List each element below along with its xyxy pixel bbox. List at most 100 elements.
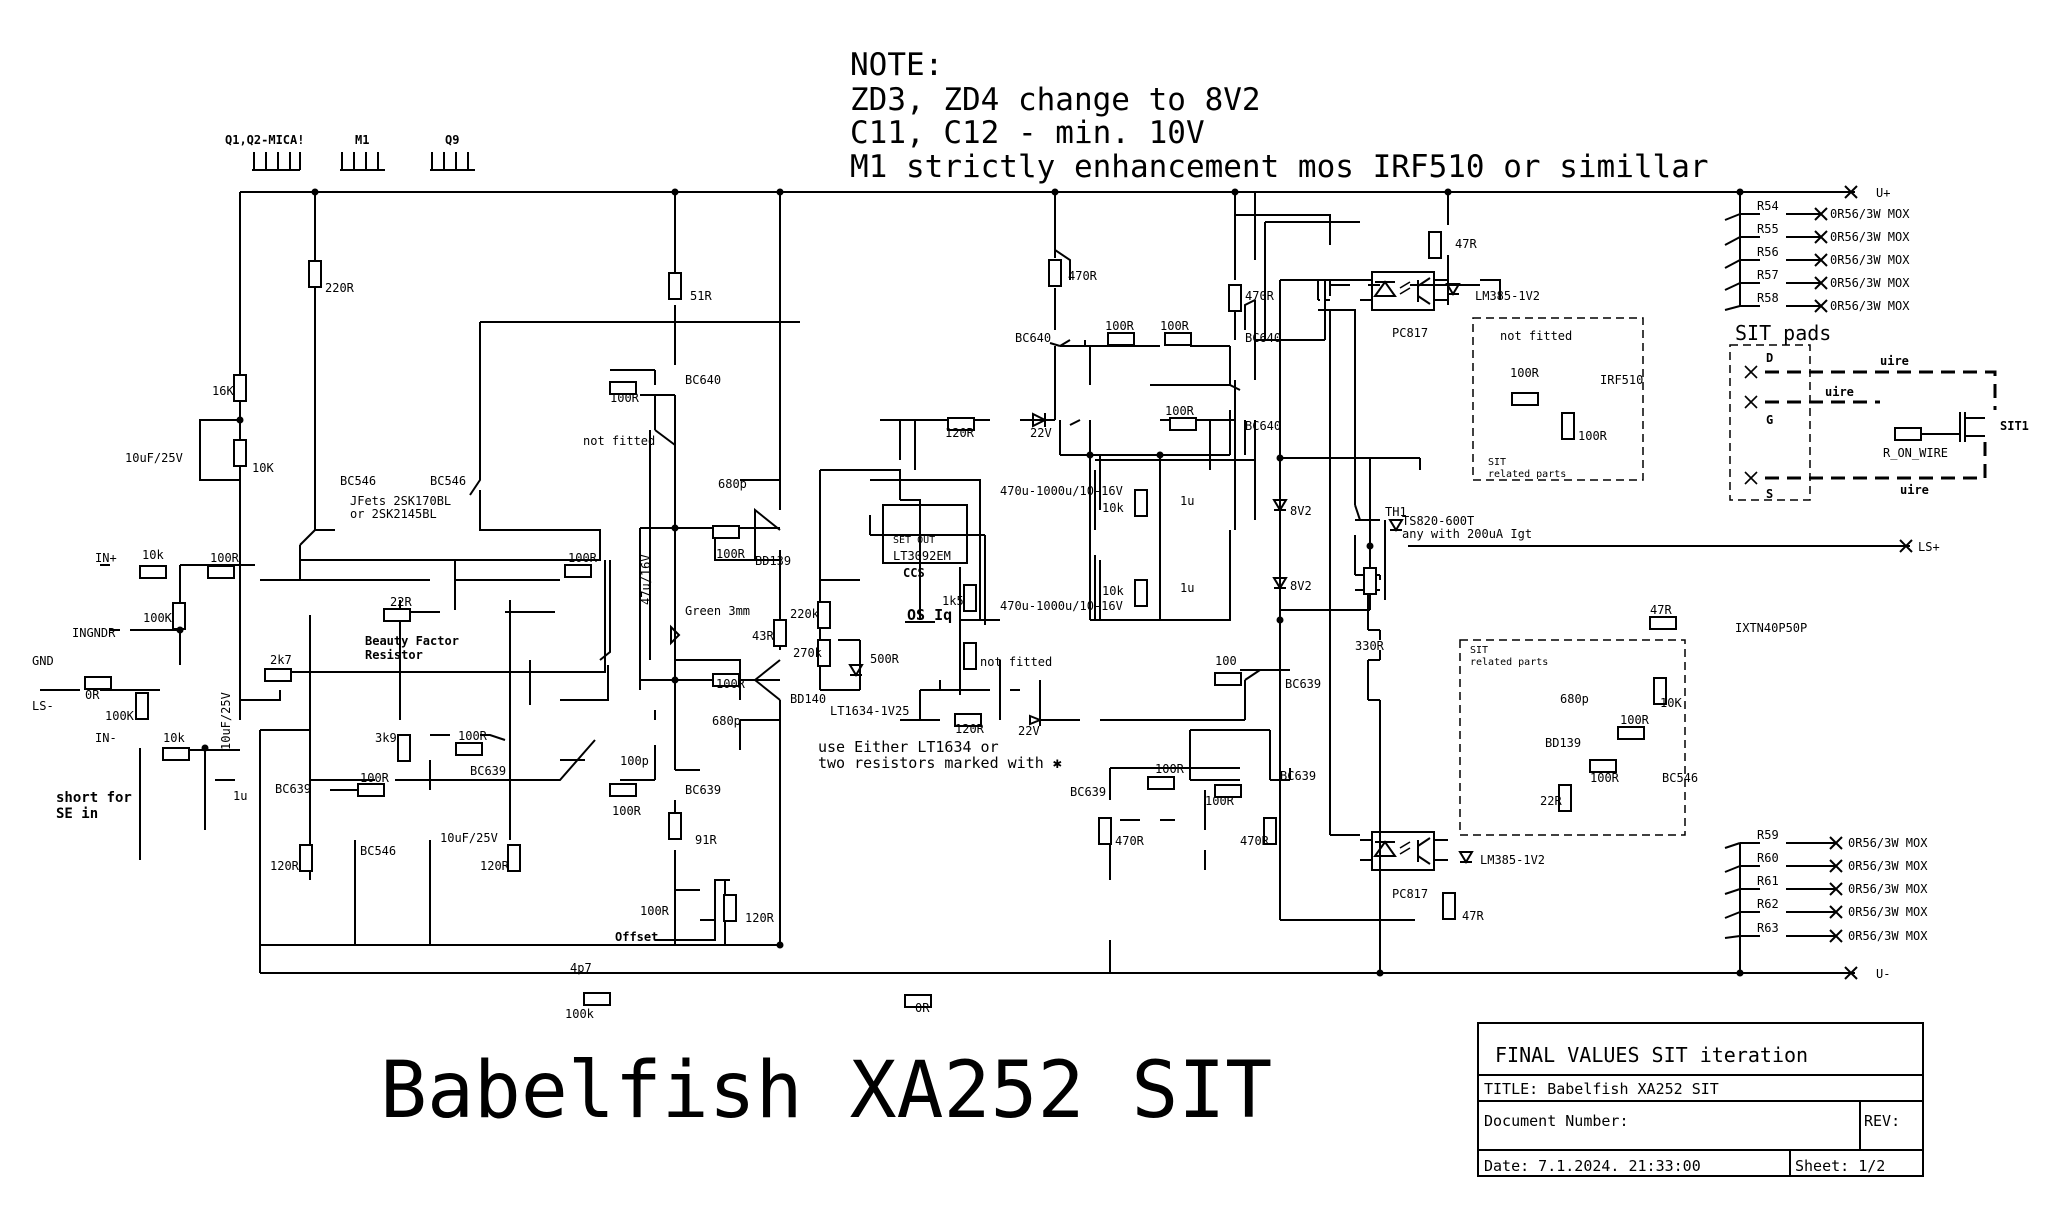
r27-value: 120R — [955, 722, 985, 736]
tb-rev: REV: — [1864, 1112, 1900, 1130]
pad-g-label: G — [1766, 413, 1773, 427]
r16-value: 100k — [565, 1007, 595, 1021]
diodes — [670, 283, 1474, 864]
r13-value: 100R — [458, 729, 488, 743]
heatsink-m1-label: M1 — [355, 133, 369, 147]
r19-body — [668, 272, 682, 300]
r12-value: 3k9 — [375, 731, 397, 745]
c9-value: 680p — [718, 477, 747, 491]
upper-r54-ref: R54 — [1757, 199, 1779, 213]
upper-r56-val: 0R56/3W MOX — [1830, 253, 1910, 267]
q6-value: BC640 — [1245, 419, 1281, 433]
r4-value: 10k — [163, 731, 185, 745]
r14-body — [507, 844, 521, 872]
lt3092-ic: SET OUT LT3092EM — [882, 504, 968, 564]
upper-r56-ref: R56 — [1757, 245, 1779, 259]
upper-r55-val: 0R56/3W MOX — [1830, 230, 1910, 244]
r10-value: 220R — [325, 281, 355, 295]
r33-body — [1134, 579, 1148, 607]
zd3-value: 8V2 — [1290, 504, 1312, 518]
v2-value: LM385-1V2 — [1480, 853, 1545, 867]
r17-body — [609, 783, 637, 797]
c14-value: 1u — [1180, 581, 1194, 595]
resistors-vertical — [135, 231, 1667, 922]
r19-value: 51R — [690, 289, 712, 303]
m1-value: IRF510 — [1600, 373, 1643, 387]
r30-body — [1098, 817, 1112, 845]
c15-value: not fitted — [1500, 329, 1572, 343]
r38-value: 100 — [1215, 654, 1237, 668]
ingndr-label: INGNDR — [72, 626, 116, 640]
lower-r60-val: 0R56/3W MOX — [1848, 859, 1928, 873]
ok1-optocoupler — [1360, 831, 1448, 871]
use-label-2: two resistors marked with ✱ — [818, 754, 1062, 772]
r27-body — [954, 713, 982, 727]
input-stage — [40, 192, 800, 973]
r11-value: 100R — [360, 771, 390, 785]
q9-value: BD139 — [1545, 736, 1581, 750]
tb-sheet: Sheet: 1/2 — [1795, 1157, 1885, 1175]
lower-r60-ref: R60 — [1757, 851, 1779, 865]
note-line-2: C11, C12 - min. 10V — [850, 115, 1205, 151]
bias-stage — [819, 192, 1261, 721]
r35-body — [1164, 332, 1192, 346]
rss-body — [817, 639, 831, 667]
lower-r59-ref: R59 — [1757, 828, 1779, 842]
r40-value: 470R — [1240, 834, 1270, 848]
t5-value: BC639 — [470, 764, 506, 778]
lt-pins-label: SET OUT — [893, 535, 935, 546]
q7-value: BC639 — [1285, 677, 1321, 691]
r48-body — [1589, 759, 1617, 773]
zd2-value: 22V — [1030, 426, 1052, 440]
r-on-wire-body — [1894, 427, 1922, 441]
emitter-bank-labels: R54 0R56/3W MOX R55 0R56/3W MOX R56 0R56… — [1757, 199, 1928, 943]
heatsink-q1q2-icon — [252, 152, 301, 171]
rail-lsplus-label: LS+ — [1918, 540, 1940, 554]
r52-body — [1649, 616, 1677, 630]
r34-value: 100R — [1155, 762, 1185, 776]
emitter-bank-upper — [1724, 192, 1828, 313]
v1-value: LM385-1V2 — [1475, 289, 1540, 303]
misc-labels: JFets 2SK170BL or 2SK2145BL Beauty Facto… — [350, 321, 2029, 944]
heatsink-m1-icon — [340, 152, 385, 171]
r9-body — [299, 844, 313, 872]
note-line-3: M1 strictly enhancement mos IRF510 or si… — [850, 149, 1709, 185]
t1-value: BC639 — [275, 782, 311, 796]
gbr-value: 0R — [85, 688, 100, 702]
r17-value: 100R — [612, 804, 642, 818]
in-plus-label: IN+ — [95, 551, 117, 565]
r3-body — [172, 602, 186, 630]
ls-minus-label: LS- — [32, 699, 54, 713]
emitter-bank-lower — [1724, 836, 1843, 973]
r39-body — [1228, 284, 1242, 312]
jfets-label-2: or 2SK2145BL — [350, 507, 437, 521]
sit-related-lower-box — [1459, 639, 1686, 836]
zd1-value: 22V — [1018, 724, 1040, 738]
r43-value: 47R — [1462, 909, 1484, 923]
rsss-body — [817, 601, 831, 629]
gnd-label: GND — [32, 654, 54, 668]
th-note-2: any with 200uA Igt — [1402, 527, 1532, 541]
r7-value: 10K — [252, 461, 274, 475]
jfets-label-1: JFets 2SK170BL — [350, 494, 451, 508]
r18-value: 100R — [610, 391, 640, 405]
r10-body — [308, 260, 322, 288]
r23-body — [723, 894, 737, 922]
r22-body — [712, 673, 740, 687]
r9-value: 120R — [270, 859, 300, 873]
heatsink-q9-label: Q9 — [445, 133, 459, 147]
r49-body — [1617, 726, 1645, 740]
c7-value: not fitted — [583, 434, 655, 448]
q5-value: BC640 — [1245, 331, 1281, 345]
ok2-optocoupler — [1360, 271, 1448, 311]
r24-body — [773, 619, 787, 647]
r32-body — [1134, 489, 1148, 517]
r14-value: 120R — [480, 859, 510, 873]
r21-value: 100R — [716, 547, 746, 561]
tb-doc-number: Document Number: — [1484, 1112, 1629, 1130]
pad-d-label: D — [1766, 351, 1773, 365]
tb-title: TITLE: Babelfish XA252 SIT — [1484, 1080, 1719, 1098]
c2-value: 10uF/25V — [219, 692, 233, 750]
lower-r61-ref: R61 — [1757, 874, 1779, 888]
r44-body — [1511, 392, 1539, 406]
